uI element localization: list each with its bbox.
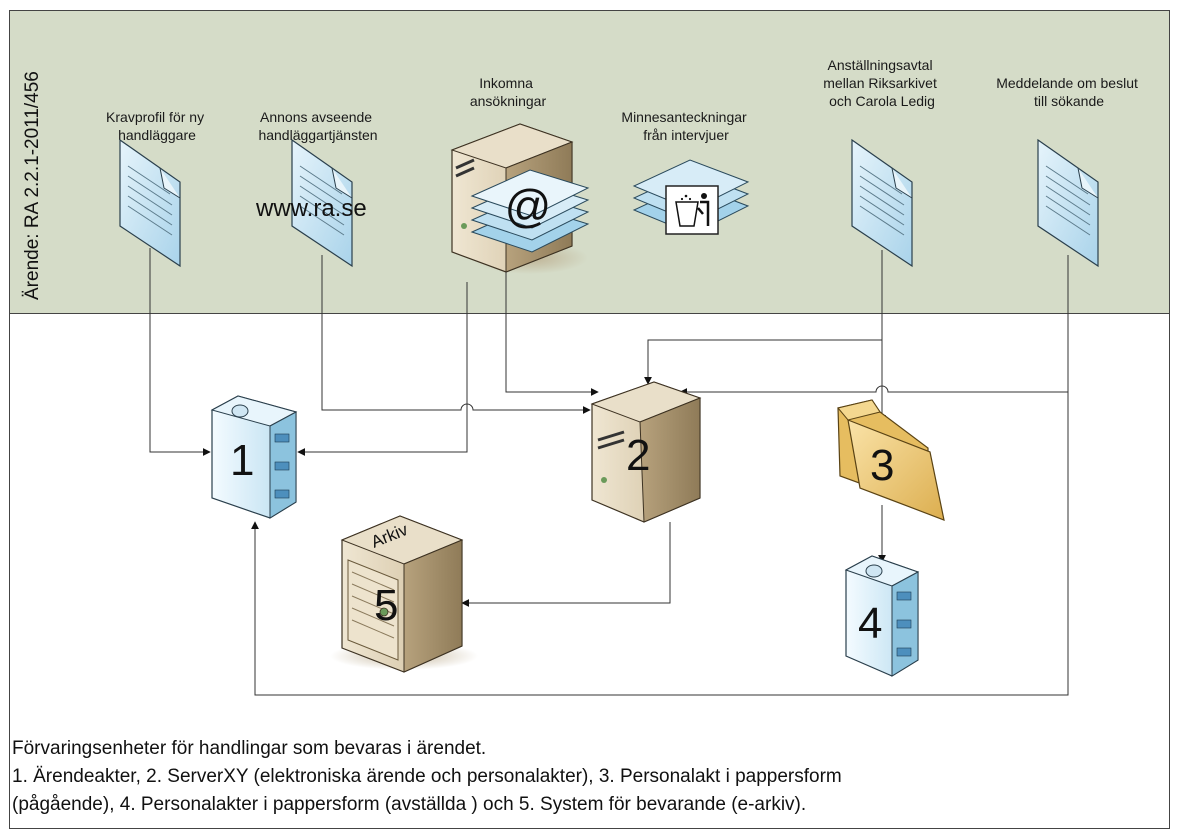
doc-label-minnes: Minnesanteckningar från intervjuer [621,109,750,143]
doc-label-avtal: Anställningsavtal mellan Riksarkivet och… [823,57,940,109]
connector-lines [149,248,1069,696]
unit-3-number: 3 [870,441,894,490]
email-stack-icon [470,169,590,253]
doc-label-ansokningar: Inkomna ansökningar [470,75,547,109]
email-server-icon: @ [450,123,590,274]
document-icon-avtal [851,138,913,268]
caption-line-2: 1. Ärendeakter, 2. ServerXY (elektronisk… [12,766,842,787]
unit-2-server-icon [590,381,702,523]
case-reference: Ärende: RA 2.2.1-2011/456 [22,71,43,300]
web-address: www.ra.se [255,195,367,222]
document-icon-annons [291,138,353,268]
unit-4-archived-files-icon [844,555,920,677]
doc-label-kravprofil: Kravprofil för ny handläggare [106,109,208,143]
unit-4-number: 4 [858,599,882,648]
document-icon-kravprofil [119,138,181,268]
unit-1-case-files-icon [210,395,298,519]
caption-line-1: Förvaringsenheter för handlingar som bev… [12,738,487,759]
doc-label-annons: Annons avseende handläggartjänsten [258,109,377,143]
discarded-notes-icon [632,159,750,235]
doc-label-beslut: Meddelande om beslut till sökande [996,75,1142,109]
at-sign-icon: @ [505,180,552,232]
caption-line-3: (pågående), 4. Personalakter i pappersfo… [12,794,807,815]
unit-5-number: 5 [374,581,398,630]
trash-icon [665,185,719,235]
unit-3-folder-icon [837,399,945,521]
unit-2-number: 2 [626,431,650,480]
unit-1-number: 1 [230,436,254,485]
unit-5-e-archive-icon [330,515,478,673]
documents-panel [9,10,1170,314]
document-icon-beslut [1037,138,1099,268]
